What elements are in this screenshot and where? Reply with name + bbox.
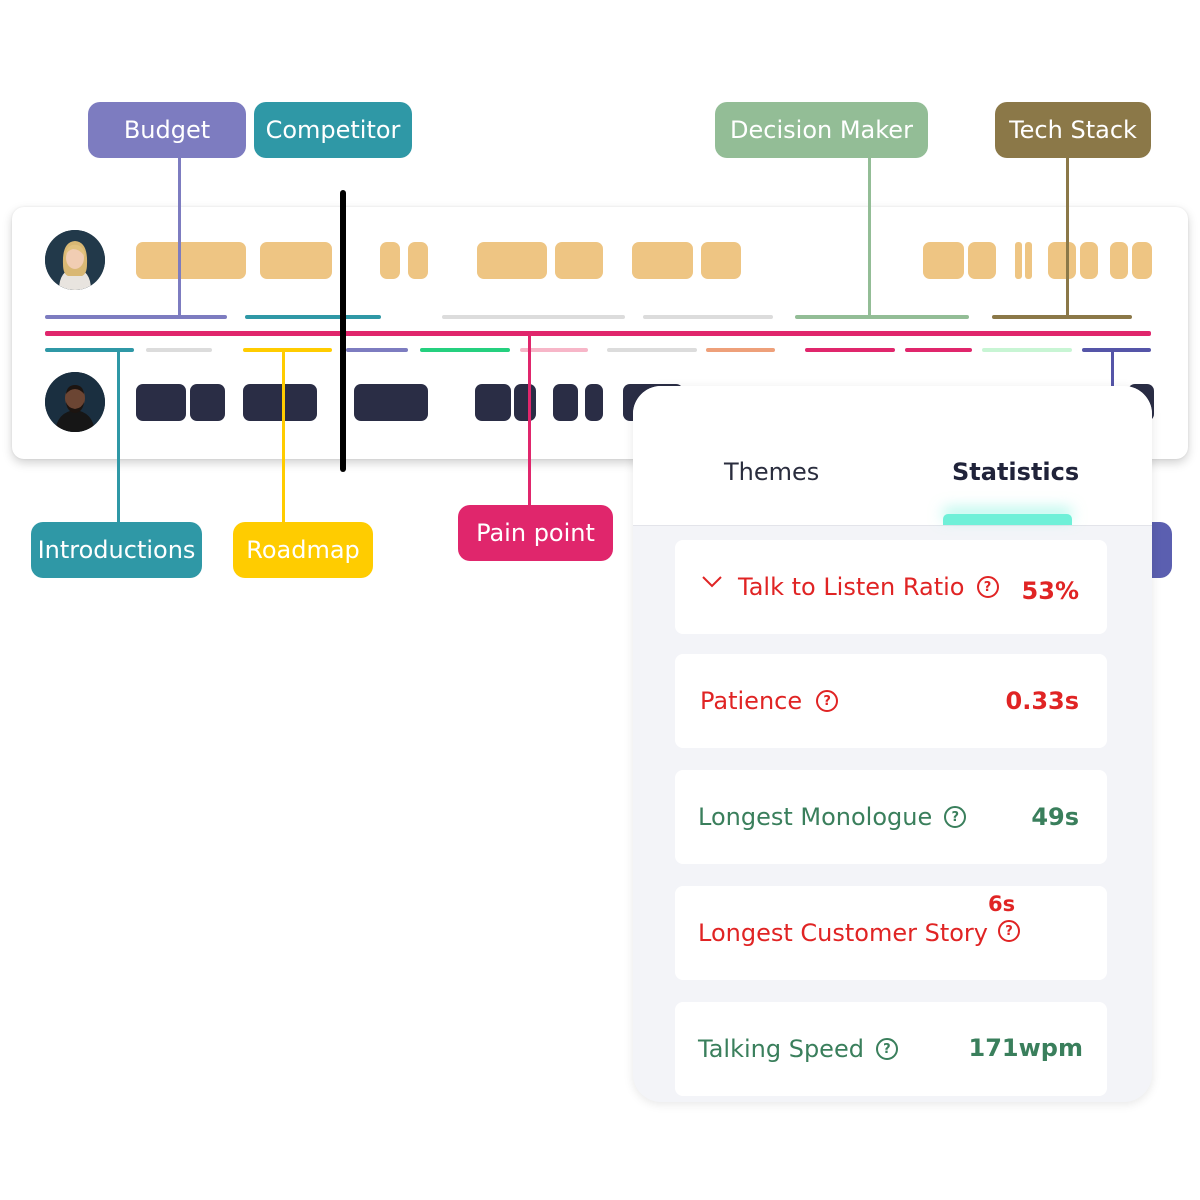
playhead[interactable] <box>340 190 346 472</box>
topic-line[interactable] <box>1082 348 1151 352</box>
speaker-1-segment[interactable] <box>923 242 964 279</box>
speaker-1-segment[interactable] <box>1110 242 1128 279</box>
chevron-down-icon[interactable] <box>701 574 723 593</box>
speaker-1-segment[interactable] <box>477 242 547 279</box>
stat-value: 0.33s <box>1005 687 1080 715</box>
panel-tab-bar: Themes Statistics <box>633 386 1152 526</box>
pain-point-connector <box>528 334 531 507</box>
stat-label: Longest Monologue <box>698 803 933 831</box>
topic-line[interactable] <box>146 348 212 352</box>
speaker-2-segment[interactable] <box>136 384 186 421</box>
pain-point-timeline-line[interactable] <box>45 331 1151 336</box>
topic-line-tech-stack[interactable] <box>992 315 1132 319</box>
speaker-1-segment[interactable] <box>701 242 741 279</box>
topic-connector <box>1111 349 1114 386</box>
topic-line-competitor[interactable] <box>245 315 381 319</box>
speaker-1-segment[interactable] <box>1080 242 1098 279</box>
introductions-connector <box>117 349 120 524</box>
speaker-1-segment[interactable] <box>136 242 246 279</box>
help-icon[interactable]: ? <box>976 576 999 598</box>
speaker-1-segment[interactable] <box>1015 242 1022 279</box>
topic-line[interactable] <box>346 348 408 352</box>
tab-statistics[interactable]: Statistics <box>952 458 1080 486</box>
active-tab-indicator <box>943 514 1072 525</box>
decision-maker-connector <box>868 156 871 317</box>
stat-label: Talk to Listen Ratio <box>738 573 965 601</box>
tag-tech-stack[interactable]: Tech Stack <box>995 102 1151 158</box>
speaker-2-segment[interactable] <box>553 384 578 421</box>
stat-value: 6s <box>988 892 1016 916</box>
stat-row-talk-listen-ratio[interactable]: Talk to Listen Ratio ? 53% <box>675 540 1107 634</box>
tag-competitor[interactable]: Competitor <box>254 102 412 158</box>
help-icon[interactable]: ? <box>998 920 1020 942</box>
topic-line[interactable] <box>643 315 773 319</box>
stat-label: Patience <box>700 687 803 715</box>
tech-stack-connector <box>1066 156 1069 317</box>
speaker-1-segment[interactable] <box>260 242 332 279</box>
topic-line[interactable] <box>420 348 510 352</box>
tag-pain-point[interactable]: Pain point <box>458 505 613 561</box>
speaker-1-segment[interactable] <box>1025 242 1032 279</box>
speaker-1-segment[interactable] <box>1048 242 1076 279</box>
topic-line[interactable] <box>520 348 588 352</box>
topic-line-roadmap[interactable] <box>243 348 332 352</box>
stat-row-talking-speed[interactable]: Talking Speed ? 171wpm <box>675 1002 1107 1096</box>
help-icon[interactable]: ? <box>944 806 967 828</box>
topic-line[interactable] <box>442 315 625 319</box>
speaker-1-segment[interactable] <box>380 242 400 279</box>
speaker-1-segment[interactable] <box>632 242 693 279</box>
topic-line-decision-maker[interactable] <box>795 315 969 319</box>
topic-line-introductions[interactable] <box>45 348 134 352</box>
speaker-2-segment[interactable] <box>514 384 536 421</box>
tag-decision-maker[interactable]: Decision Maker <box>715 102 928 158</box>
stat-value: 49s <box>1031 803 1079 831</box>
man-avatar-icon[interactable] <box>45 372 105 432</box>
tag-budget[interactable]: Budget <box>88 102 246 158</box>
stat-label: Longest Customer Story <box>698 919 988 947</box>
stat-value: 53% <box>1021 577 1079 605</box>
woman-avatar-icon[interactable] <box>45 230 105 290</box>
tab-themes[interactable]: Themes <box>724 458 820 486</box>
stat-row-patience[interactable]: Patience ? 0.33s <box>675 654 1107 748</box>
help-icon[interactable]: ? <box>875 1038 898 1060</box>
tag-roadmap[interactable]: Roadmap <box>233 522 373 578</box>
stat-row-longest-monologue[interactable]: Longest Monologue ? 49s <box>675 770 1107 864</box>
speaker-1-segment[interactable] <box>555 242 603 279</box>
tag-introductions[interactable]: Introductions <box>31 522 202 578</box>
speaker-2-segment[interactable] <box>475 384 511 421</box>
topic-line[interactable] <box>905 348 972 352</box>
speaker-2-segment[interactable] <box>354 384 428 421</box>
speaker-1-segment[interactable] <box>968 242 996 279</box>
stat-value: 171wpm <box>968 1034 1083 1062</box>
topic-line[interactable] <box>982 348 1072 352</box>
speaker-2-segment[interactable] <box>243 384 317 421</box>
topic-line[interactable] <box>607 348 697 352</box>
help-icon[interactable]: ? <box>816 690 839 712</box>
stat-row-longest-customer-story[interactable]: Longest Customer Story ? 6s <box>675 886 1107 980</box>
roadmap-connector <box>282 349 285 524</box>
topic-line[interactable] <box>805 348 895 352</box>
speaker-2-segment[interactable] <box>190 384 225 421</box>
topic-line-budget[interactable] <box>45 315 227 319</box>
budget-connector <box>178 156 181 317</box>
speaker-1-segment[interactable] <box>408 242 428 279</box>
speaker-2-segment[interactable] <box>585 384 603 421</box>
topic-line[interactable] <box>706 348 775 352</box>
call-statistics-panel: Themes Statistics Talk to Listen Ratio ?… <box>633 386 1152 1102</box>
speaker-1-segment[interactable] <box>1132 242 1152 279</box>
stat-label: Talking Speed <box>698 1035 864 1063</box>
